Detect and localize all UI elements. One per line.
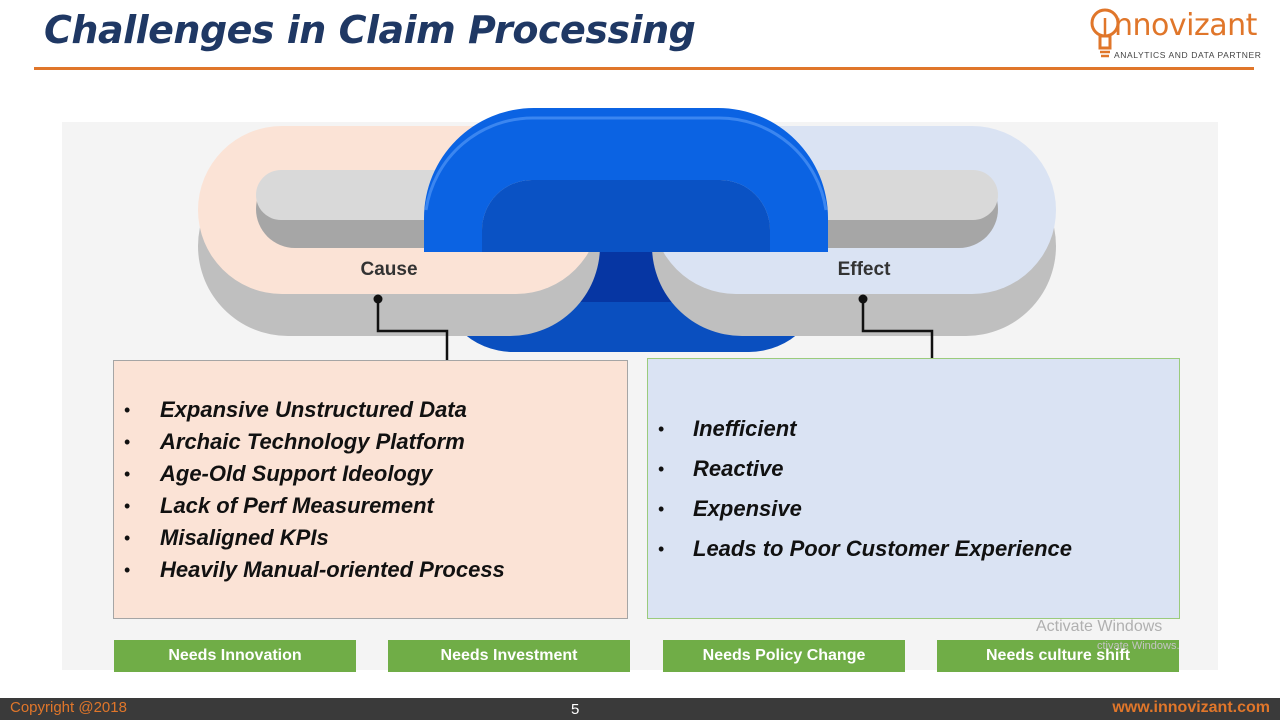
cause-label: Cause bbox=[360, 259, 418, 280]
list-item: •Inefficient bbox=[658, 416, 797, 441]
page-number: 5 bbox=[571, 701, 580, 718]
list-item: •Expansive Unstructured Data bbox=[124, 397, 467, 422]
list-item: •Expensive bbox=[658, 496, 802, 521]
copyright-text: Copyright @2018 bbox=[10, 699, 127, 716]
page-title: Challenges in Claim Processing bbox=[44, 8, 696, 52]
needs-culture-shift-badge: Needs culture shift bbox=[937, 640, 1179, 672]
list-item: •Reactive bbox=[658, 456, 784, 481]
activate-windows-subtext: ctivate Windows. bbox=[1097, 640, 1180, 652]
lightbulb-icon bbox=[1090, 8, 1120, 58]
footer-bar: Copyright @2018 5 www.innovizant.com bbox=[0, 698, 1280, 720]
effect-list: •Inefficient •Reactive •Expensive •Leads… bbox=[658, 409, 1072, 569]
needs-innovation-badge: Needs Innovation bbox=[114, 640, 356, 672]
list-item: •Heavily Manual-oriented Process bbox=[124, 557, 505, 582]
title-divider bbox=[34, 67, 1254, 70]
cause-panel: •Expansive Unstructured Data •Archaic Te… bbox=[113, 360, 628, 619]
website-link[interactable]: www.innovizant.com bbox=[1112, 699, 1270, 716]
logo-wordmark: nnovizant bbox=[1114, 8, 1257, 43]
list-item: •Age-Old Support Ideology bbox=[124, 461, 433, 486]
effect-panel: •Inefficient •Reactive •Expensive •Leads… bbox=[647, 358, 1180, 619]
middle-link-front bbox=[424, 108, 828, 252]
list-item: •Lack of Perf Measurement bbox=[124, 493, 434, 518]
logo-tagline: ANALYTICS AND DATA PARTNER bbox=[1114, 50, 1262, 60]
activate-windows-watermark: Activate Windows bbox=[1036, 618, 1163, 635]
needs-investment-badge: Needs Investment bbox=[388, 640, 630, 672]
list-item: •Leads to Poor Customer Experience bbox=[658, 536, 1072, 561]
list-item: •Archaic Technology Platform bbox=[124, 429, 465, 454]
effect-label: Effect bbox=[837, 259, 891, 280]
list-item: •Misaligned KPIs bbox=[124, 525, 329, 550]
cause-list: •Expansive Unstructured Data •Archaic Te… bbox=[124, 394, 505, 586]
needs-policy-change-badge: Needs Policy Change bbox=[663, 640, 905, 672]
innovizant-logo: nnovizant ANALYTICS AND DATA PARTNER bbox=[1086, 4, 1261, 64]
